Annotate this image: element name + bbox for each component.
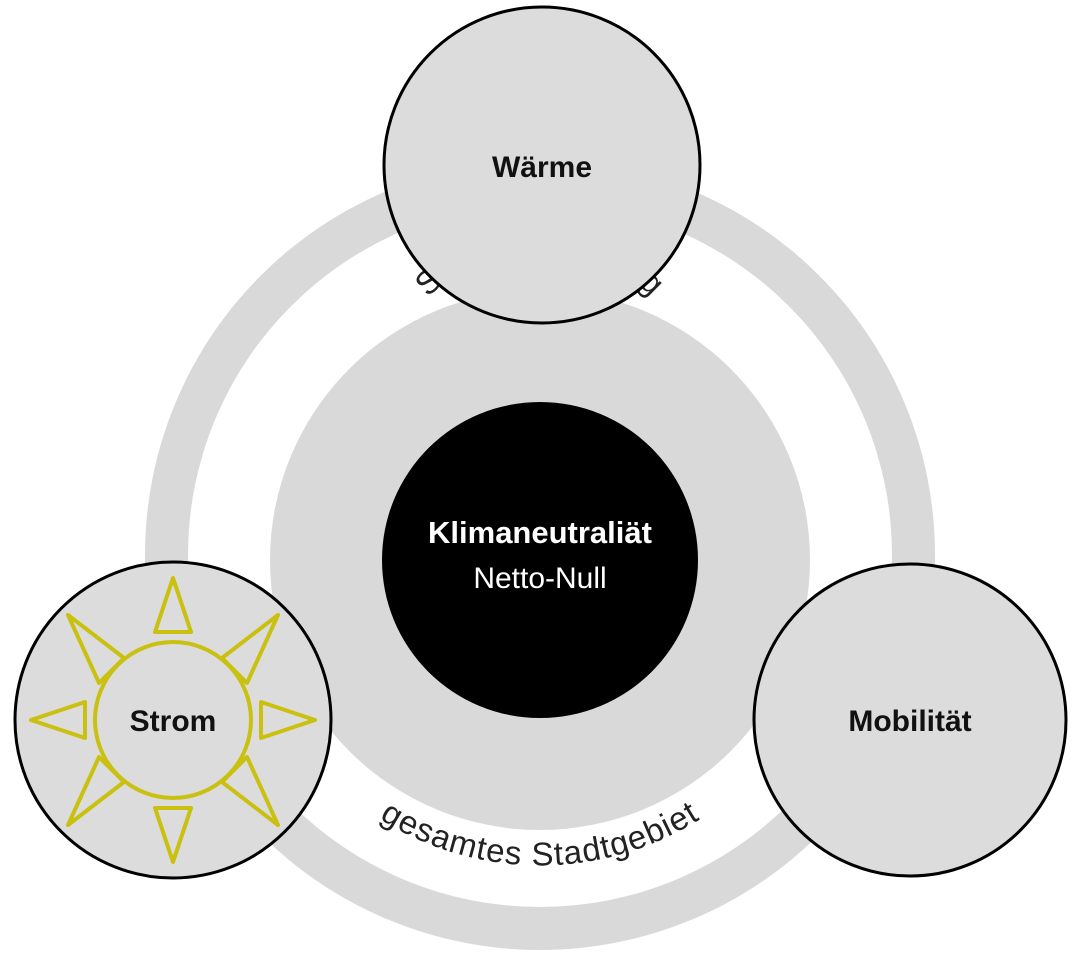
sun-ray-ne [220,613,280,685]
sun-ray-e [259,700,317,740]
sun-ray-se [220,755,280,827]
sector-waerme-circle [382,5,702,325]
sector-strom-label: Strom [130,705,217,738]
sun-ray-nw [66,613,126,685]
sector-strom: Strom [13,560,333,880]
sun-icon [29,576,317,864]
sun-ray-n [153,576,193,634]
sector-mobilitaet: Mobilität [752,562,1068,878]
sector-mobilitaet-circle [752,562,1068,878]
sun-ray-sw [66,755,126,827]
center-subtitle: Netto-Null [473,562,606,595]
sun-core [93,640,253,800]
center-circle [382,402,698,718]
center-title: Klimaneutraliät [428,515,652,550]
sector-mobilitaet-label: Mobilität [848,705,971,738]
sector-waerme-label: Wärme [492,151,592,184]
sector-strom-circle [13,560,333,880]
sun-ray-s [153,806,193,864]
sun-ray-w [29,700,87,740]
sector-waerme: Wärme [382,5,702,325]
